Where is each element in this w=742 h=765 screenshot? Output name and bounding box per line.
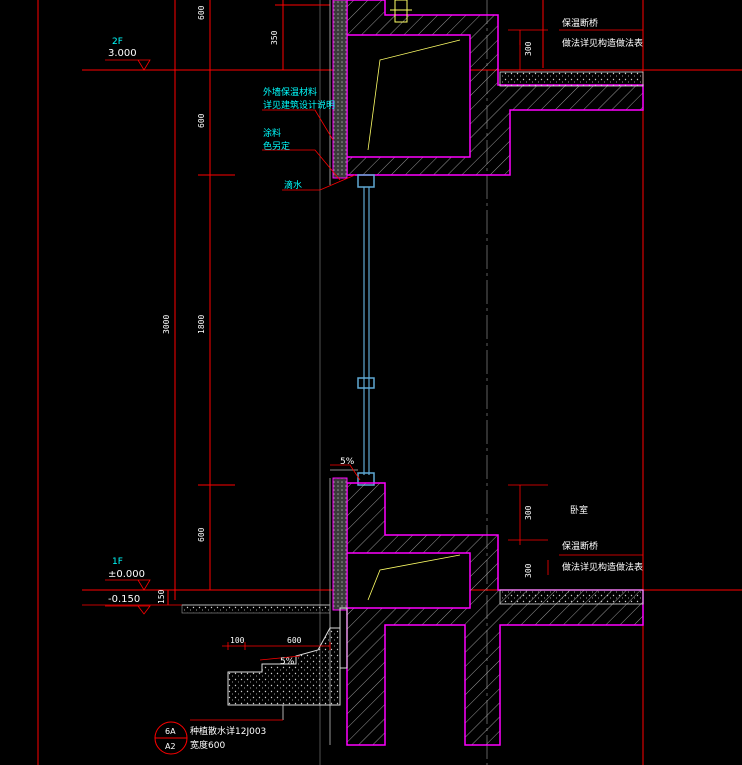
dim-600-top: 600	[197, 5, 206, 20]
left-dimensions	[167, 4, 330, 605]
note-thermal-break-bot-1: 保温断桥	[562, 540, 598, 552]
ref-top: 6A	[165, 727, 176, 736]
level-2f-elev: 3.000	[108, 48, 137, 59]
note-apron-detail-1: 种植散水详12J003	[190, 725, 266, 737]
ground-apron	[181, 604, 341, 720]
note-room: 卧室	[570, 504, 588, 516]
note-thermal-break-bot-2: 做法详见构造做法表	[562, 561, 643, 573]
apron-dimensions	[222, 642, 331, 650]
dim-3000: 3000	[162, 315, 171, 334]
window-assembly	[330, 174, 375, 486]
dim-600-bot: 600	[197, 527, 206, 542]
note-thermal-break-top-2: 做法详见构造做法表	[562, 37, 643, 49]
level-marker-2f: 2F 3.000	[105, 37, 151, 71]
dim-300-bot-a: 300	[524, 505, 533, 520]
detail-reference-symbol: 6A A2	[154, 721, 188, 755]
dim-600-mid: 600	[197, 113, 206, 128]
dim-150: 150	[157, 589, 166, 604]
note-insulation-2: 详见建筑设计说明	[263, 99, 335, 111]
dim-300-top: 300	[524, 41, 533, 56]
dim-1800: 1800	[197, 315, 206, 334]
note-insulation-1: 外墙保温材料	[263, 86, 317, 98]
level-ground-elev: -0.150	[108, 594, 140, 605]
level-2f-name: 2F	[112, 37, 123, 47]
level-1f-elev: ±0.000	[108, 569, 145, 580]
exterior-insulation-upper	[332, 0, 348, 179]
leader-lines	[190, 29, 643, 721]
exterior-insulation-lower	[332, 477, 348, 611]
note-coating-1: 涂料	[263, 127, 281, 139]
ref-bottom: A2	[165, 742, 176, 751]
level-1f-name: 1F	[112, 557, 123, 567]
upper-beam	[346, 0, 644, 176]
note-drip: 滴水	[284, 179, 302, 191]
note-apron-slope: 5%	[280, 657, 295, 667]
note-apron-100: 100	[230, 636, 245, 645]
right-dim-labels: 300 300 300	[524, 41, 533, 578]
note-apron-detail-2: 宽度600	[190, 739, 225, 751]
dim-300-bot-b: 300	[524, 563, 533, 578]
note-coating-2: 色另定	[263, 140, 290, 152]
left-dim-labels: 600 600 3000 1800 600 350 150	[157, 5, 279, 604]
level-marker-1f: 1F ±0.000 -0.150	[105, 557, 151, 615]
note-thermal-break-top-1: 保温断桥	[562, 17, 598, 29]
note-window-slope: 5%	[340, 457, 355, 467]
dim-350: 350	[270, 30, 279, 45]
lower-beam	[346, 482, 644, 746]
note-apron-600: 600	[287, 636, 302, 645]
annotations: 外墙保温材料 详见建筑设计说明 涂料 色另定 滴水 保温断桥 做法详见构造做法表…	[190, 17, 643, 751]
